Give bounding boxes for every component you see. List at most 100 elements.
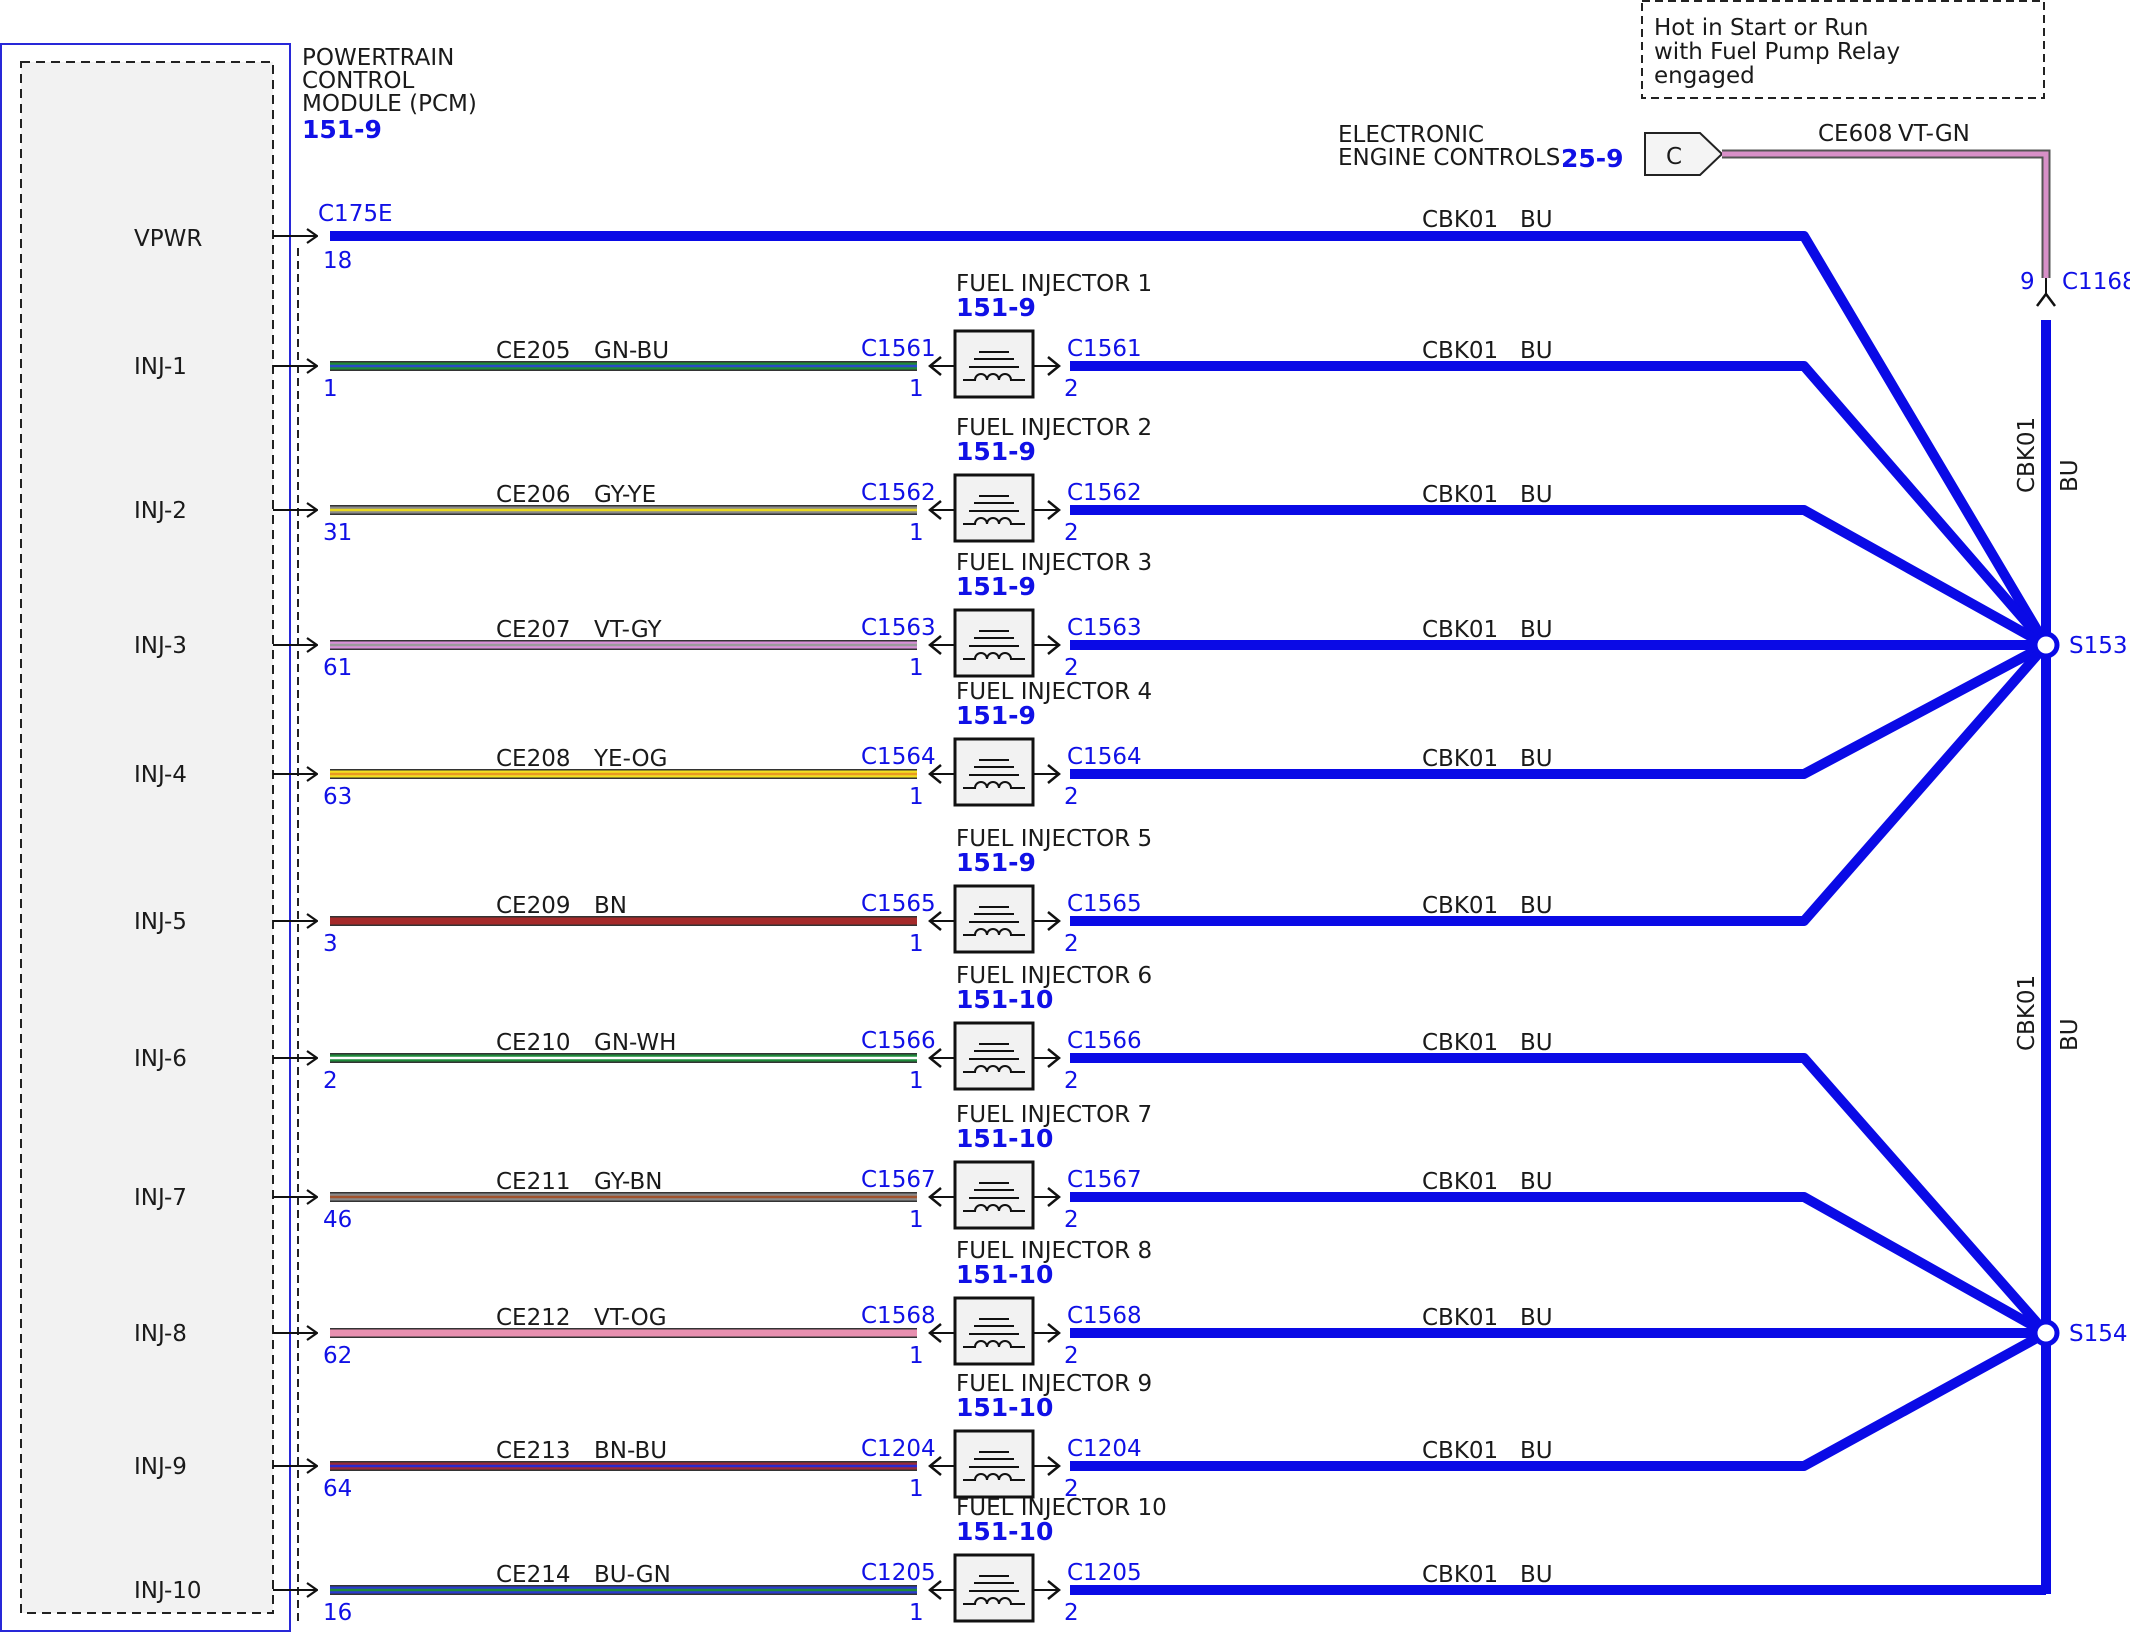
wire-color-label: BU-GN [594, 1562, 671, 1588]
injector-connector-out: C1561 [1067, 336, 1142, 362]
vpwr-out-circuit: CBK01 [1422, 207, 1498, 233]
fuel-injector-symbol[interactable] [953, 1021, 1035, 1091]
connector-out-arrow [1047, 1187, 1061, 1207]
pcm-pin-number: 1 [323, 376, 338, 402]
fuel-injector-ref-link: 151-9 [956, 437, 1036, 466]
eec-wire-outline [1722, 149, 2051, 278]
wire-circuit-label: CE212 [496, 1305, 571, 1331]
injector-pin-out: 2 [1064, 1600, 1079, 1626]
pcm-title-line-2: CONTROL [302, 68, 415, 94]
injector-connector-in: C1204 [861, 1436, 936, 1462]
fuel-injector-name: FUEL INJECTOR 10 [956, 1495, 1167, 1521]
injector-coil-icon [963, 652, 1025, 660]
eec-ref-link[interactable]: 25-9 [1561, 144, 1624, 173]
c1168-pin-9: 9 [2020, 269, 2035, 295]
fuel-injector-symbol[interactable] [953, 608, 1035, 678]
cbk01-color-label: BU [1520, 617, 1553, 643]
fuel-injector-ref-link: 151-9 [956, 572, 1036, 601]
pcm-title-line-3: MODULE (PCM) [302, 91, 477, 117]
pcm-ref-link[interactable]: 151-9 [302, 115, 382, 144]
fuel-injector-name: FUEL INJECTOR 4 [956, 679, 1152, 705]
injector-connector-out: C1567 [1067, 1167, 1142, 1193]
injector-coil-icon [963, 373, 1025, 381]
injector-connector-in: C1566 [861, 1028, 936, 1054]
fuel-injector-symbol[interactable] [953, 737, 1035, 807]
connector-out-arrow [1047, 356, 1061, 376]
injector-pin-in: 1 [909, 1600, 924, 1626]
fuel-injector-symbol[interactable] [953, 884, 1035, 954]
injector-connector-in: C1205 [861, 1560, 936, 1586]
connector-out-arrow [1047, 1048, 1061, 1068]
injector-connector-in: C1565 [861, 891, 936, 917]
injector-coil-icon [963, 781, 1025, 789]
injector-pin-out: 2 [1064, 1068, 1079, 1094]
cbk01-circuit-label: CBK01 [1422, 893, 1498, 919]
injector-connector-in: C1567 [861, 1167, 936, 1193]
injector-coil-icon [963, 1204, 1025, 1212]
fuel-injector-symbol[interactable] [953, 1296, 1035, 1366]
pcm-pin-number: 61 [323, 655, 352, 681]
injector-connector-in: C1561 [861, 336, 936, 362]
wire-color-label: GN-WH [594, 1030, 676, 1056]
cbk01-circuit-label: CBK01 [1422, 746, 1498, 772]
injector-pin-out: 2 [1064, 376, 1079, 402]
fuel-injector-ref-link: 151-10 [956, 1517, 1053, 1546]
wire-circuit-label: CE208 [496, 746, 571, 772]
pcm-pin-number: 46 [323, 1207, 352, 1233]
fuel-injector-ref-link: 151-10 [956, 985, 1053, 1014]
injector-pin-in: 1 [909, 1476, 924, 1502]
pcm-pin-label: INJ-2 [134, 498, 187, 524]
pcm-pin-number: 64 [323, 1476, 352, 1502]
connector-out-arrow [1047, 635, 1061, 655]
eec-connector-tag[interactable] [1644, 132, 1724, 176]
fuel-injector-symbol[interactable] [953, 1553, 1035, 1623]
bus-label-circuit-lower: CBK01 [2014, 975, 2040, 1051]
vpwr-connector-label: C175E [318, 201, 393, 227]
cbk01-wire [1070, 505, 2049, 650]
splice-s153[interactable] [2032, 631, 2060, 659]
note-box [1641, 0, 2045, 99]
pcm-pin-number: 16 [323, 1600, 352, 1626]
bus-label-circuit-upper: CBK01 [2014, 417, 2040, 493]
fuel-injector-symbol[interactable] [953, 329, 1035, 399]
cbk01-color-label: BU [1520, 1438, 1553, 1464]
wire-color-label: YE-OG [593, 746, 667, 772]
connector-out-arrow [1047, 764, 1061, 784]
splice-s154[interactable] [2032, 1319, 2060, 1347]
cbk01-wire [1070, 1192, 2049, 1338]
note-line-3: engaged [1654, 63, 1755, 89]
connector-in-arrow [928, 1323, 942, 1343]
fuel-injector-name: FUEL INJECTOR 9 [956, 1371, 1152, 1397]
injector-pin-out: 2 [1064, 931, 1079, 957]
wire-color-label: BN-BU [594, 1438, 667, 1464]
fuel-injector-symbol[interactable] [953, 1429, 1035, 1499]
cbk01-circuit-label: CBK01 [1422, 1169, 1498, 1195]
pcm-title-line-1: POWERTRAIN [302, 45, 454, 71]
pcm-pin-label: INJ-7 [134, 1185, 187, 1211]
cbk01-color-label: BU [1520, 1030, 1553, 1056]
bus-label-color-lower: BU [2057, 1018, 2083, 1051]
splice-s153-label: S153 [2069, 633, 2128, 659]
injector-connector-in: C1563 [861, 615, 936, 641]
injector-pin-out: 2 [1064, 1207, 1079, 1233]
injector-connector-out: C1568 [1067, 1303, 1142, 1329]
injector-connector-out: C1204 [1067, 1436, 1142, 1462]
cbk01-color-label: BU [1520, 1562, 1553, 1588]
connector-in-arrow [928, 635, 942, 655]
pcm-pin-label: INJ-10 [134, 1578, 202, 1604]
pcm-pin-label: INJ-4 [134, 762, 187, 788]
pcm-pin-label: INJ-9 [134, 1454, 187, 1480]
injector-pin-out: 2 [1064, 655, 1079, 681]
wire-color-label: GY-YE [594, 482, 656, 508]
cbk01-circuit-label: CBK01 [1422, 1438, 1498, 1464]
injector-coil-icon [963, 1473, 1025, 1481]
injector-connector-out: C1205 [1067, 1560, 1142, 1586]
fuel-injector-symbol[interactable] [953, 1160, 1035, 1230]
fuel-injector-symbol[interactable] [953, 473, 1035, 543]
connector-in-arrow [928, 500, 942, 520]
